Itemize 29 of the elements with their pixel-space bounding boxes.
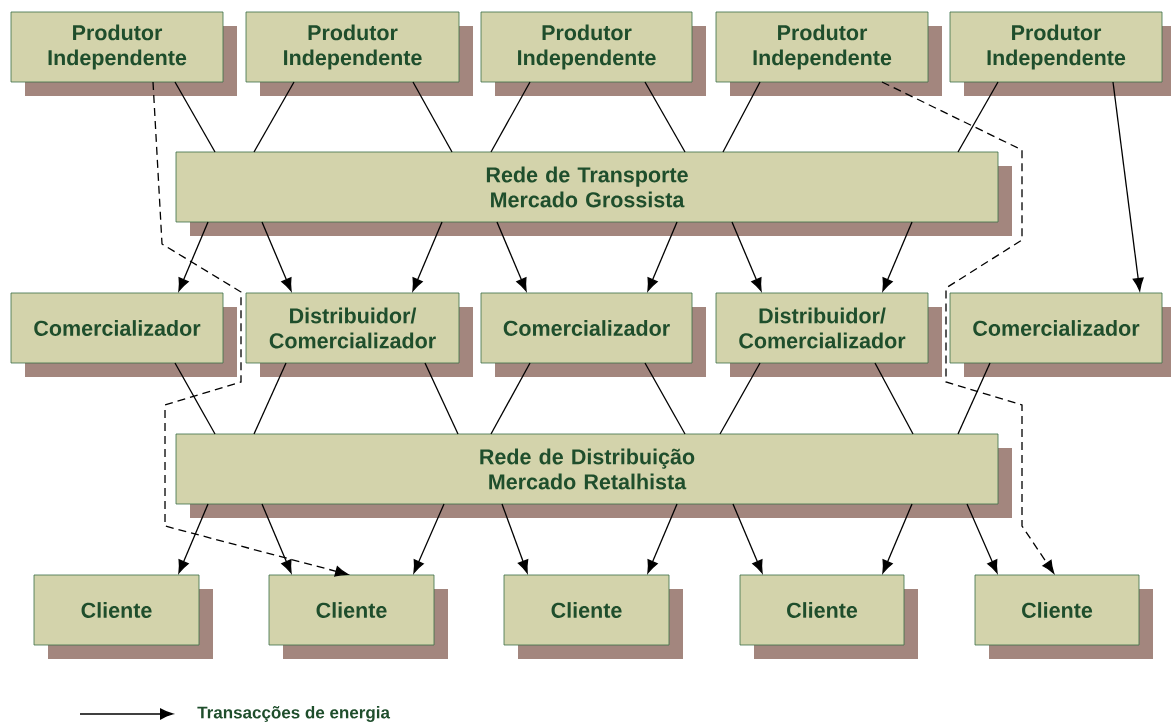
entity-box: Produtor Independente <box>715 11 942 96</box>
arrow <box>412 221 443 292</box>
arrow <box>178 221 209 292</box>
network-band: Rede de Distribuição Mercado Retalhista <box>175 433 1012 518</box>
arrow <box>152 81 349 577</box>
arrow <box>881 81 1055 574</box>
entity-box: Produtor Independente <box>949 11 1171 96</box>
entity-box: Produtor Independente <box>10 11 237 96</box>
legend-text: Transacções de energia <box>197 706 391 722</box>
entity-box: Cliente <box>974 574 1153 659</box>
entity-box: Cliente <box>503 574 683 659</box>
entity-box: Distribuidor/ Comercializador <box>715 292 942 377</box>
entity-box: Comercializador <box>949 292 1171 377</box>
entity-box: Distribuidor/ Comercializador <box>245 292 473 377</box>
entity-box: Produtor Independente <box>480 11 706 96</box>
arrow <box>1112 81 1144 292</box>
entity-box: Comercializador <box>480 292 706 377</box>
arrow <box>178 503 209 574</box>
entity-box: Comercializador <box>10 292 237 377</box>
arrow <box>882 221 913 292</box>
entity-box: Cliente <box>33 574 213 659</box>
entity-box: Cliente <box>268 574 448 659</box>
arrow <box>496 221 527 292</box>
entity-box: Cliente <box>739 574 918 659</box>
entity-box: Produtor Independente <box>245 11 473 96</box>
arrow <box>261 221 292 292</box>
arrow <box>731 221 762 292</box>
network-band: Rede de Transporte Mercado Grossista <box>175 151 1012 236</box>
arrow <box>647 221 678 292</box>
